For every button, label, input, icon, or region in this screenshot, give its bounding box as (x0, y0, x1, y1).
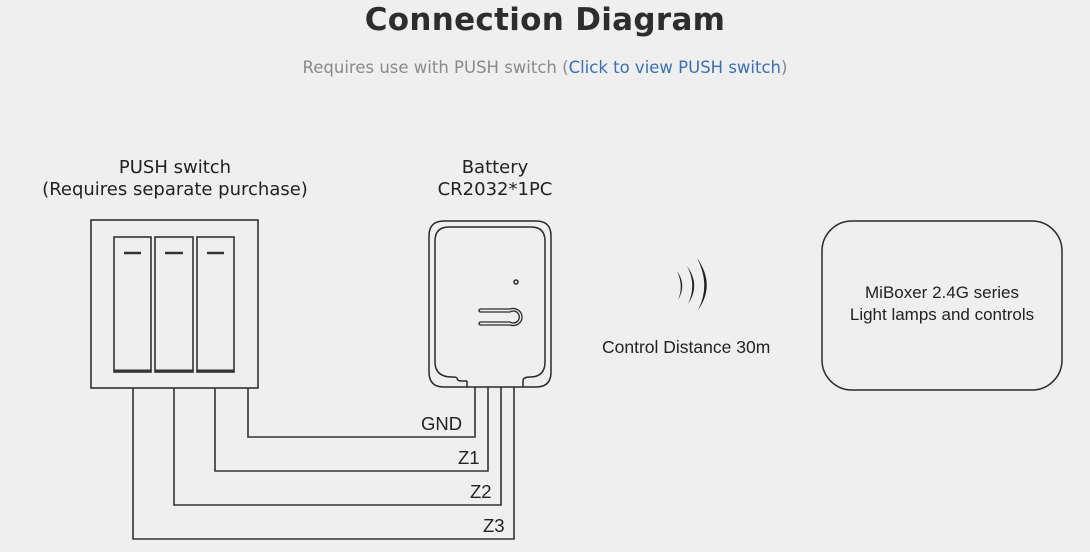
wire-z2 (173, 387, 502, 506)
indicator-led-icon (513, 279, 519, 285)
battery-label: Battery CR2032*1PC (420, 157, 570, 201)
receiver-label-line1: MiBoxer 2.4G series (865, 283, 1019, 302)
push-switch-label: PUSH switch (Requires separate purchase) (30, 157, 320, 201)
wire-gnd (247, 387, 476, 438)
subtitle: Requires use with PUSH switch (Click to … (0, 58, 1090, 77)
wire-z1 (214, 387, 489, 472)
battery-label-line2: CR2032*1PC (437, 179, 553, 200)
switch-button-2 (154, 236, 194, 373)
wire-label-z3: Z3 (483, 515, 505, 536)
push-switch-device (90, 219, 259, 389)
wire-label-gnd: GND (421, 413, 463, 434)
page-title: Connection Diagram (364, 2, 726, 38)
wire-z3 (132, 387, 515, 540)
wire-label-z2: Z2 (470, 481, 492, 502)
push-switch-link[interactable]: Click to view PUSH switch (568, 58, 781, 77)
receiver-box (821, 220, 1063, 391)
control-distance-label: Control Distance 30m (602, 337, 771, 357)
switch-button-1 (113, 236, 152, 373)
push-switch-label-line1: PUSH switch (118, 157, 232, 178)
wire-label-z1: Z1 (458, 447, 480, 468)
subtitle-suffix: ) (781, 58, 788, 77)
wires (132, 387, 515, 540)
receiver-label: MiBoxer 2.4G series Light lamps and cont… (822, 282, 1062, 326)
switch-button-3 (196, 236, 235, 373)
receiver-label-line2: Light lamps and controls (849, 305, 1035, 324)
battery-module-device (428, 220, 552, 388)
button-keyhole-icon (478, 307, 523, 327)
push-switch-label-line2: (Requires separate purchase) (42, 179, 308, 200)
subtitle-prefix: Requires use with PUSH switch ( (302, 58, 569, 77)
wireless-signal-icon (677, 258, 707, 310)
battery-label-line1: Battery (461, 157, 529, 178)
